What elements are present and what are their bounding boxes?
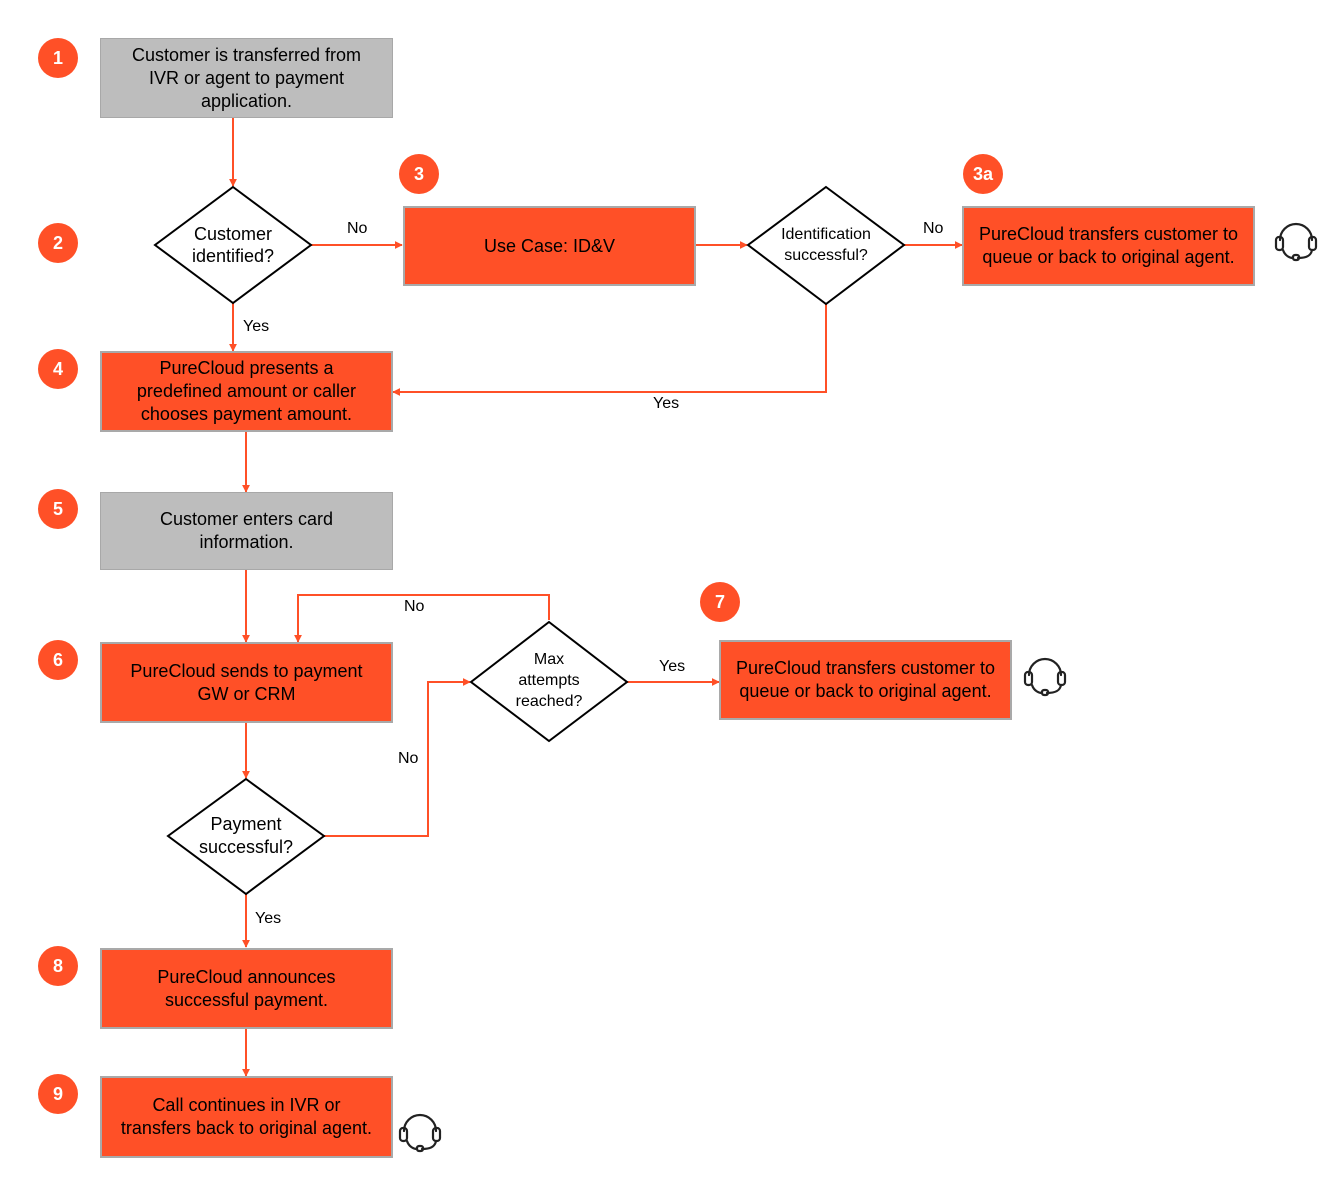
step4-box: PureCloud presents a predefined amount o… <box>100 351 393 432</box>
headset-icon <box>1023 657 1067 697</box>
step-badge-8: 8 <box>38 946 78 986</box>
edge-label-max-attempts-yes: Yes <box>659 658 686 675</box>
step-badge-6: 6 <box>38 640 78 680</box>
decision-customer-identified <box>153 185 313 305</box>
step-badge-7: 7 <box>700 582 740 622</box>
step9-box: Call continues in IVR or transfers back … <box>100 1076 393 1158</box>
step-badge-3a: 3a <box>963 154 1003 194</box>
step5-box: Customer enters card information. <box>100 492 393 570</box>
headset-icon <box>398 1113 442 1153</box>
edge-label-identified-no: No <box>347 220 368 237</box>
decision-payment-successful-label: Payment successful? <box>198 814 294 857</box>
edge-identification-yes <box>392 304 827 396</box>
step8-box: PureCloud announces successful payment. <box>100 948 393 1029</box>
headset-icon <box>1274 222 1318 262</box>
edge-label-identification-yes: Yes <box>653 395 680 412</box>
step-badge-9: 9 <box>38 1074 78 1114</box>
step3a-box: PureCloud transfers customer to queue or… <box>962 206 1255 286</box>
step-badge-2: 2 <box>38 223 78 263</box>
edge-payment-no <box>324 678 471 837</box>
edge-max-attempts-no <box>294 594 550 643</box>
decision-max-attempts <box>469 620 629 743</box>
step-badge-3: 3 <box>399 154 439 194</box>
step-badge-4: 4 <box>38 349 78 389</box>
edge-label-max-attempts-no: No <box>404 598 425 615</box>
step7-box: PureCloud transfers customer to queue or… <box>719 640 1012 720</box>
decision-max-attempts-label: Max attempts reached? <box>515 650 583 710</box>
edge-label-payment-yes: Yes <box>255 910 282 927</box>
step6-box: PureCloud sends to payment GW or CRM <box>100 642 393 723</box>
step-badge-5: 5 <box>38 489 78 529</box>
decision-identification-successful-label: Identification successful? <box>781 226 871 264</box>
decision-customer-identified-label: Customer identified? <box>191 224 275 266</box>
edge-label-payment-no: No <box>398 750 419 767</box>
step-badge-1: 1 <box>38 38 78 78</box>
edge-label-identified-yes: Yes <box>243 318 270 335</box>
decision-payment-successful <box>166 777 326 896</box>
decision-identification-successful <box>746 185 906 306</box>
idv-use-case-box: Use Case: ID&V <box>403 206 696 286</box>
edge-label-identification-no: No <box>923 220 944 237</box>
step1-box: Customer is transferred from IVR or agen… <box>100 38 393 118</box>
